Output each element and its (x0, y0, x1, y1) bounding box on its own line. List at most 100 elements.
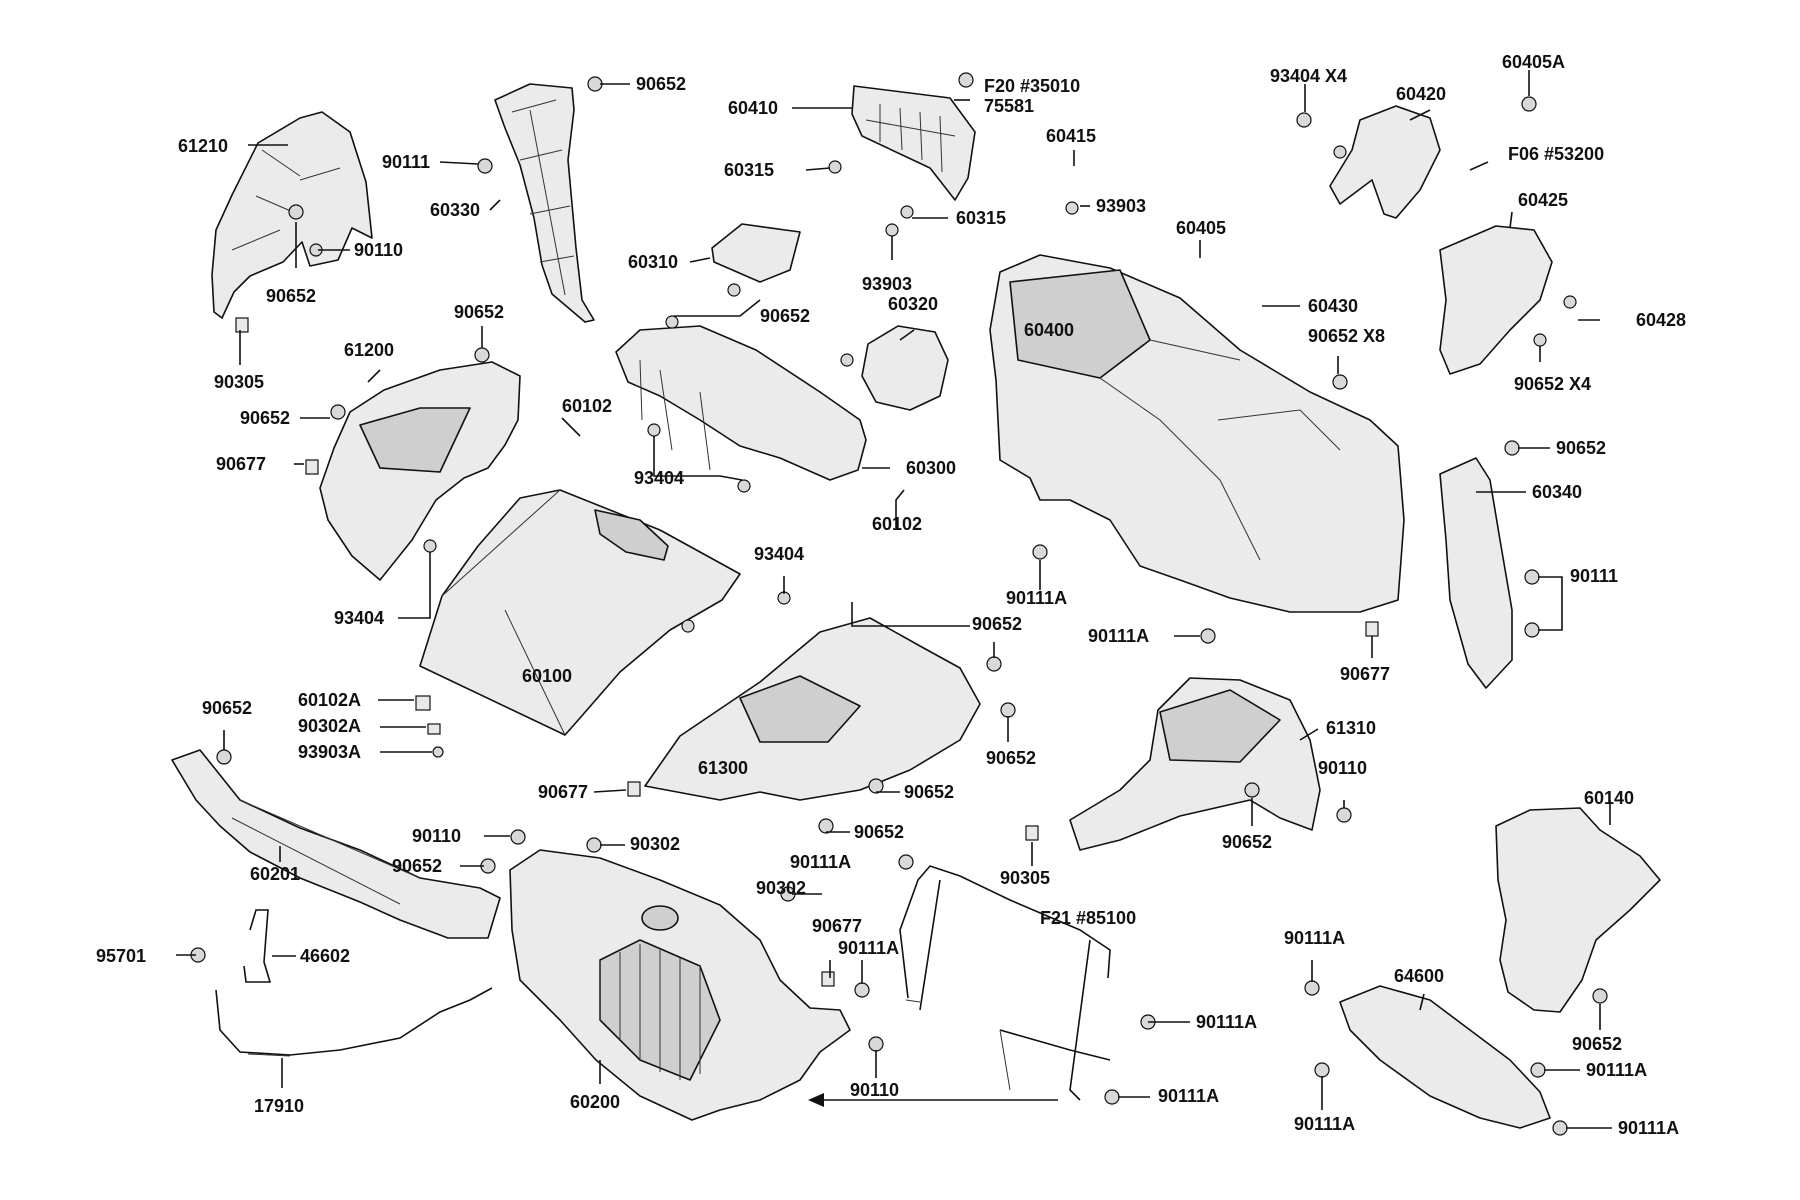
part-60400-main-dashboard (989, 254, 1405, 613)
callout-60140: 60140 (1584, 788, 1634, 808)
callout-60410: 60410 (728, 98, 778, 118)
callout-60102: 60102 (562, 396, 612, 416)
part-46602-hook (243, 909, 272, 983)
callout-90677: 90677 (538, 782, 588, 802)
callout-60400: 60400 (1024, 320, 1074, 340)
callout-93404: 93404 (754, 544, 804, 564)
callout-90652: 90652 (972, 614, 1022, 634)
callout-60102: 60102 (872, 514, 922, 534)
fastener-symbols (190, 72, 1608, 1136)
callout-90677: 90677 (1340, 664, 1390, 684)
part-60340-side-panel (1439, 457, 1513, 689)
callout-60330: 60330 (430, 200, 480, 220)
callout-93903: 93903 (862, 274, 912, 294)
part-60310-console-cover (711, 223, 801, 283)
callout-60102A: 60102A (298, 690, 361, 710)
callout-90111: 90111 (382, 152, 430, 172)
callout-93404: 93404 (334, 608, 384, 628)
callout-60420: 60420 (1396, 84, 1446, 104)
callout-61210: 61210 (178, 136, 228, 156)
part-60410-rear-storage (851, 85, 976, 201)
callout-labels: 61210 90652 90111 60330 90110 90652 9030… (96, 52, 1686, 1138)
callout-60201: 60201 (250, 864, 300, 884)
part-60140-rear-panel (1495, 807, 1661, 1013)
callout-90110: 90110 (412, 826, 461, 846)
callout-60300: 60300 (906, 458, 956, 478)
callout-90302: 90302 (630, 834, 680, 854)
callout-60430: 60430 (1308, 296, 1358, 316)
callout-90652: 90652 (454, 302, 504, 322)
callout-90110: 90110 (354, 240, 403, 260)
callout-90302: 90302 (756, 878, 806, 898)
part-60425-right-panel (1439, 225, 1553, 375)
callout-90652: 90652 (240, 408, 290, 428)
callout-61300: 61300 (698, 758, 748, 778)
callout-90652: 90652 (854, 822, 904, 842)
callout-F21-85100: F21 #85100 (1040, 908, 1136, 928)
callout-90652-x8: 90652 X8 (1308, 326, 1385, 346)
callout-90111A: 90111A (1294, 1114, 1355, 1134)
callout-90111A: 90111A (838, 938, 899, 958)
part-60420-bracket (1329, 105, 1441, 219)
callout-93903A: 93903A (298, 742, 361, 762)
callout-61200: 61200 (344, 340, 394, 360)
callout-61310: 61310 (1326, 718, 1376, 738)
callout-60428: 60428 (1636, 310, 1686, 330)
callout-60315: 60315 (956, 208, 1006, 228)
callout-60320: 60320 (888, 294, 938, 314)
callout-17910: 17910 (254, 1096, 304, 1116)
callout-90111A: 90111A (1088, 626, 1149, 646)
callout-93404: 93404 (634, 468, 684, 488)
callout-90111A: 90111A (1284, 928, 1345, 948)
callout-90677: 90677 (812, 916, 862, 936)
callout-90652: 90652 (266, 286, 316, 306)
callout-60200: 60200 (570, 1092, 620, 1112)
part-60330-side-bracket (494, 83, 595, 323)
part-61200-left-panel (319, 361, 521, 581)
leader-lines (176, 70, 1612, 1129)
callout-60405A: 60405A (1502, 52, 1565, 72)
callout-90110: 90110 (850, 1080, 899, 1100)
callout-90652: 90652 (636, 74, 686, 94)
callout-90652: 90652 (1572, 1034, 1622, 1054)
part-64600-skid-plate (1339, 985, 1551, 1129)
callout-90110: 90110 (1318, 758, 1367, 778)
part-60201-lower-trim (171, 749, 501, 939)
part-17910-cable (215, 987, 493, 1057)
callout-60100: 60100 (522, 666, 572, 686)
callout-90652: 90652 (202, 698, 252, 718)
callout-90652-x4: 90652 X4 (1514, 374, 1591, 394)
callout-90111: 90111 (1570, 566, 1618, 586)
callout-90111A: 90111A (1006, 588, 1067, 608)
callout-90302A: 90302A (298, 716, 361, 736)
callout-60425: 60425 (1518, 190, 1568, 210)
callout-75581: 75581 (984, 96, 1034, 116)
callout-90652: 90652 (1556, 438, 1606, 458)
callout-90111A: 90111A (1586, 1060, 1647, 1080)
callout-60340: 60340 (1532, 482, 1582, 502)
callout-F06-53200: F06 #53200 (1508, 144, 1604, 164)
callout-90652: 90652 (986, 748, 1036, 768)
callout-90677: 90677 (216, 454, 266, 474)
callout-60310: 60310 (628, 252, 678, 272)
callout-60315: 60315 (724, 160, 774, 180)
callout-95701: 95701 (96, 946, 146, 966)
callout-60415: 60415 (1046, 126, 1096, 146)
callout-90652: 90652 (760, 306, 810, 326)
part-60320-cover (861, 325, 949, 411)
callout-90652: 90652 (1222, 832, 1272, 852)
callout-46602: 46602 (300, 946, 350, 966)
part-60100-hood (419, 489, 741, 736)
part-61310-right-fender (1069, 677, 1321, 851)
part-61300-center-panel (644, 617, 981, 801)
callout-60405: 60405 (1176, 218, 1226, 238)
callout-90111A: 90111A (1158, 1086, 1219, 1106)
callout-90652: 90652 (904, 782, 954, 802)
callout-90305: 90305 (1000, 868, 1050, 888)
part-60200-front-fascia (509, 849, 851, 1121)
callout-93903: 93903 (1096, 196, 1146, 216)
callout-90305: 90305 (214, 372, 264, 392)
callout-90111A: 90111A (1618, 1118, 1679, 1138)
callout-90111A: 90111A (1196, 1012, 1257, 1032)
